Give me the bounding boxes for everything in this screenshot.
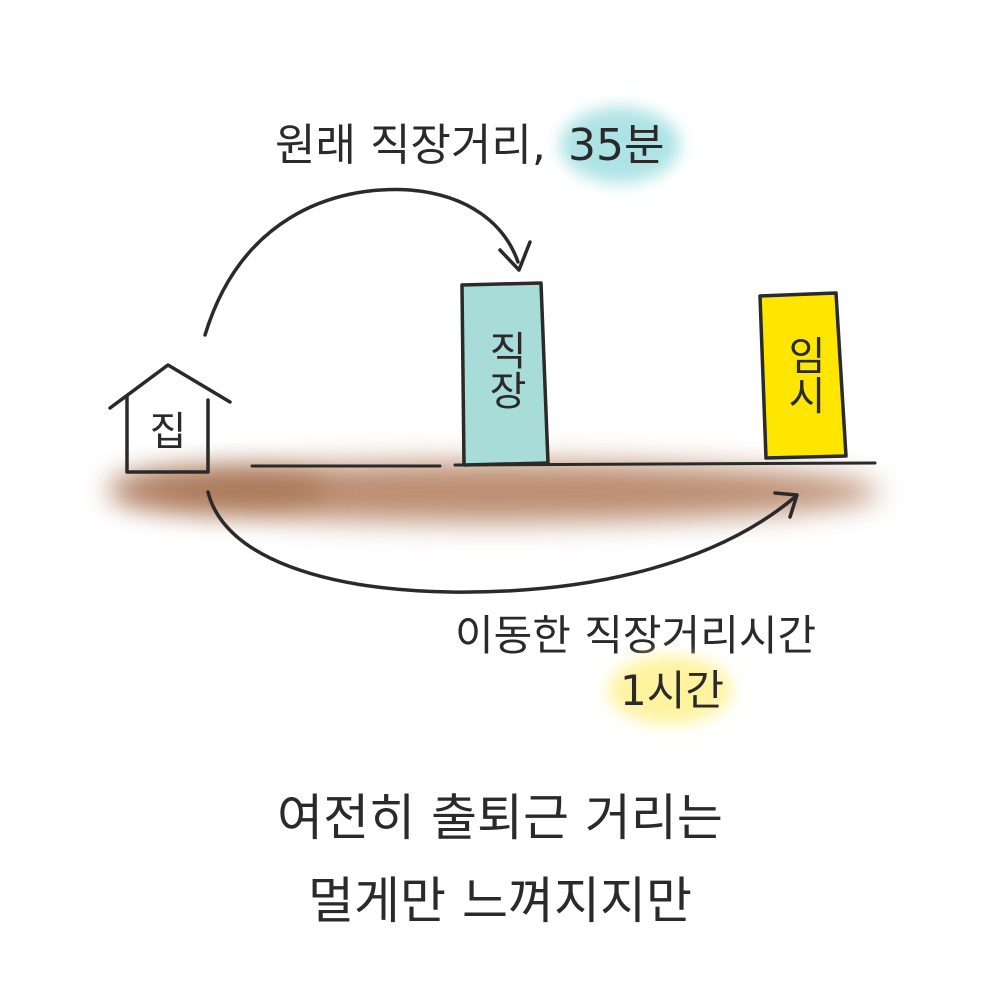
house-icon [108, 363, 232, 474]
temporary-label: 임시 [780, 335, 826, 415]
arrow-icon [206, 490, 799, 594]
footer-line2: 멀게만 느껴지지만 [308, 872, 692, 930]
arrow-icon [203, 187, 532, 337]
workplace-building: 직장 [460, 281, 550, 467]
home-building: 집 [108, 363, 232, 474]
workplace-label: 직장 [481, 330, 527, 410]
highlight-cyan [560, 107, 680, 183]
footer-line1: 여전히 출퇴근 거리는 [277, 789, 723, 847]
highlight-yellow [608, 656, 732, 724]
bottom-caption-text: 이동한 직장거리시간 [455, 611, 816, 660]
bottom-caption: 이동한 직장거리시간 1시간 [455, 611, 816, 724]
top-caption-highlight: 35분 [568, 120, 664, 171]
ground [110, 461, 880, 522]
footer: 여전히 출퇴근 거리는 멀게만 느껴지지만 [277, 789, 723, 930]
bottom-caption-highlight: 1시간 [620, 666, 724, 715]
home-label: 집 [150, 409, 187, 455]
top-caption: 원래 직장거리, 35분 [275, 107, 680, 183]
temporary-building: 임시 [758, 291, 848, 460]
top-caption-text: 원래 직장거리, [275, 120, 546, 171]
